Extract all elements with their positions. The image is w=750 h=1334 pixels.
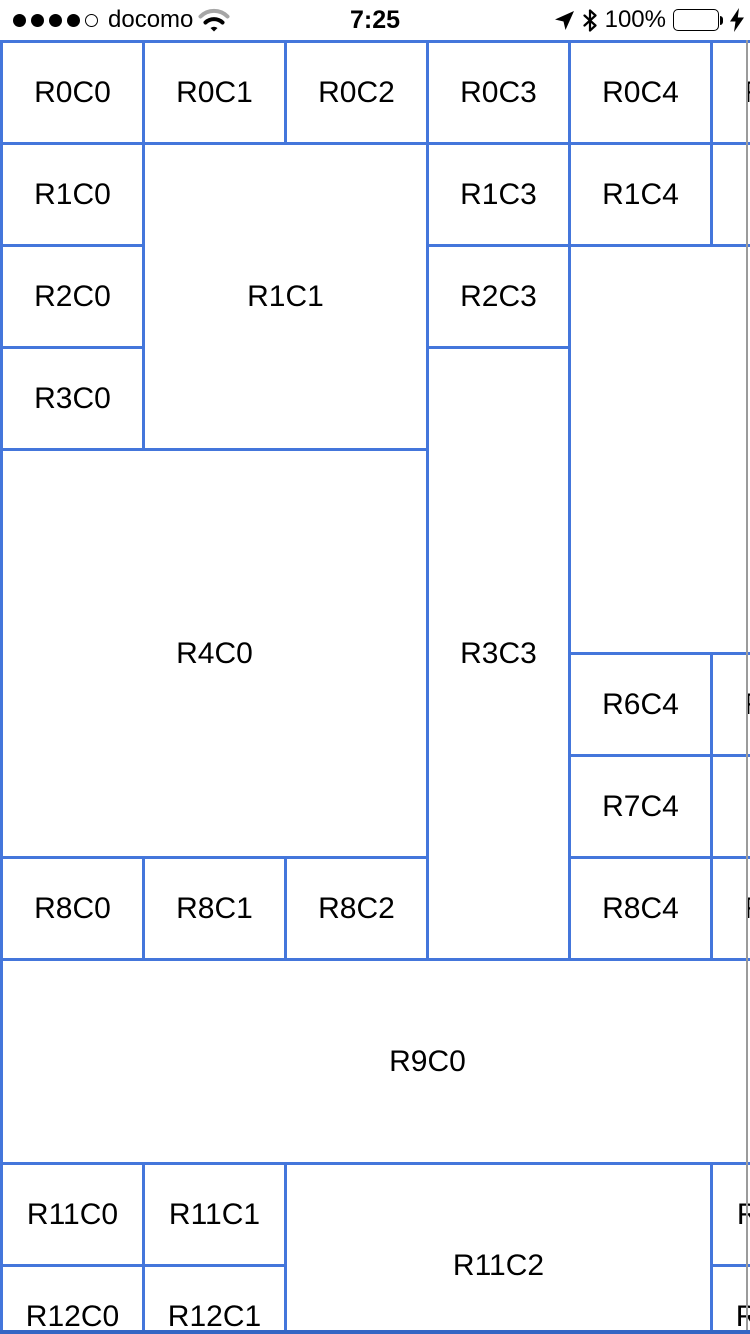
battery-percent-label: 100% [604, 6, 666, 33]
location-arrow-icon [554, 10, 575, 31]
bluetooth-icon [582, 8, 598, 32]
battery-icon [673, 9, 723, 31]
grid-cell-r0c5[interactable]: R0C5 [710, 40, 750, 145]
signal-dot-filled [49, 13, 62, 27]
grid-cell-r6c4[interactable]: R6C4 [568, 652, 713, 757]
grid-cell-r1c1[interactable]: R1C1 [142, 142, 429, 451]
grid-cell-r8c0[interactable]: R8C0 [0, 856, 145, 961]
grid-cell-r11c0[interactable]: R11C0 [0, 1162, 145, 1267]
grid-cell-r1c0[interactable]: R1C0 [0, 142, 145, 247]
grid-cell-r3c3[interactable]: R3C3 [426, 346, 571, 961]
grid-cell-r2c0[interactable]: R2C0 [0, 244, 145, 349]
grid-cell-r0c4[interactable]: R0C4 [568, 40, 713, 145]
grid-cell-r0c2[interactable]: R0C2 [284, 40, 429, 145]
status-bar-left: docomo [13, 0, 230, 40]
grid-cell-r12c0[interactable]: R12C0 [0, 1264, 145, 1334]
grid-cell-r9c0[interactable]: R9C0 [0, 958, 750, 1165]
grid-cell-r6c5[interactable]: R6C5 [710, 652, 750, 757]
grid-cell-r0c0[interactable]: R0C0 [0, 40, 145, 145]
grid-cell-r0c3[interactable]: R0C3 [426, 40, 571, 145]
clock-label: 7:25 [349, 5, 401, 34]
grid-cell-r8c5[interactable]: R8C5 [710, 856, 750, 961]
wifi-icon [198, 8, 230, 32]
status-bar: docomo 7:25 100% [0, 0, 750, 40]
cell-signal-icon [13, 13, 98, 27]
grid-cell-r7c4[interactable]: R7C4 [568, 754, 713, 859]
grid-cell-r2c3[interactable]: R2C3 [426, 244, 571, 349]
signal-dot-filled [67, 13, 80, 27]
grid-cell-r11c2[interactable]: R11C2 [284, 1162, 713, 1334]
bottom-edge-line [0, 1330, 750, 1334]
grid-cell-unlabeled[interactable] [710, 754, 750, 859]
grid-cell-r4c0[interactable]: R4C0 [0, 448, 429, 859]
signal-dot-empty [85, 13, 98, 27]
charging-bolt-icon [730, 8, 744, 32]
grid-cell-r8c2[interactable]: R8C2 [284, 856, 429, 961]
grid-cell-r1c3[interactable]: R1C3 [426, 142, 571, 247]
grid-cell-r8c4[interactable]: R8C4 [568, 856, 713, 961]
grid-cell-r12c3[interactable]: R12C3 [710, 1264, 750, 1334]
right-edge-divider [746, 0, 748, 1334]
grid-cell-unlabeled[interactable] [568, 244, 750, 655]
status-bar-right: 100% [554, 0, 744, 40]
grid-cell-r12c1[interactable]: R12C1 [142, 1264, 287, 1334]
carrier-label: docomo [108, 6, 194, 33]
grid-cell-r3c0[interactable]: R3C0 [0, 346, 145, 451]
grid-cell-r11c1[interactable]: R11C1 [142, 1162, 287, 1267]
grid-cell-r1c4[interactable]: R1C4 [568, 142, 713, 247]
signal-dot-filled [31, 13, 44, 27]
grid-cell-r11c3[interactable]: R11C3 [710, 1162, 750, 1267]
signal-dot-filled [13, 13, 26, 27]
grid-cell-unlabeled[interactable] [710, 142, 750, 247]
grid-cell-r0c1[interactable]: R0C1 [142, 40, 287, 145]
grid-cell-r8c1[interactable]: R8C1 [142, 856, 287, 961]
